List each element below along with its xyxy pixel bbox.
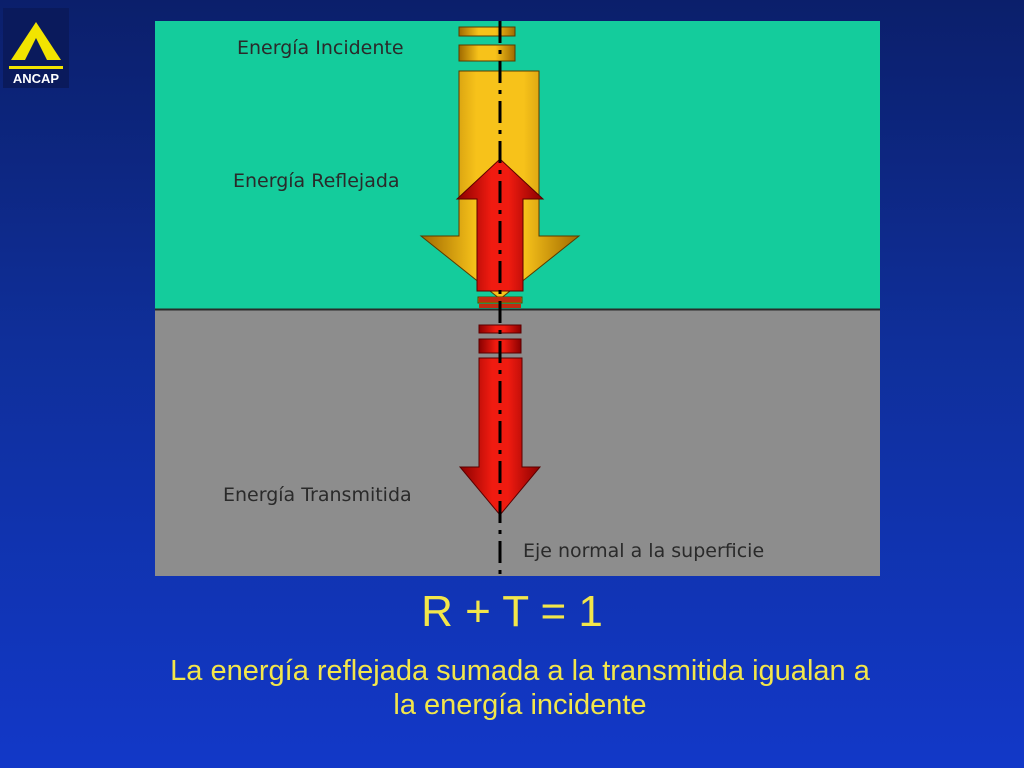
label-incident-energy: Energía Incidente [237, 37, 404, 59]
caption-text: La energía reflejada sumada a la transmi… [100, 654, 940, 722]
formula-text: R + T = 1 [421, 587, 603, 636]
label-transmitted-energy: Energía Transmitida [223, 484, 412, 506]
triangle-logo-icon: ANCAP [3, 8, 69, 88]
logo-text: ANCAP [13, 71, 60, 86]
label-normal-axis: Eje normal a la superficie [523, 540, 764, 562]
energy-diagram: Energía Incidente Energía Reflejada Ener… [155, 21, 880, 576]
caption-line-2: la energía incidente [393, 689, 647, 722]
ancap-logo: ANCAP [3, 8, 69, 88]
caption-line-1: La energía reflejada sumada a la transmi… [170, 655, 870, 687]
label-reflected-energy: Energía Reflejada [233, 170, 400, 192]
